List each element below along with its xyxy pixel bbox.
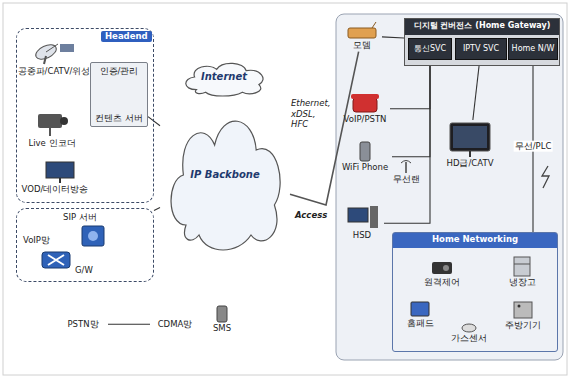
- monitor-icon: [46, 162, 74, 183]
- sip-server-icon: [82, 226, 104, 246]
- node-text: 통신SVC: [414, 44, 446, 54]
- camera-icon: [38, 114, 68, 136]
- node-text: HD급/CATV: [439, 158, 501, 169]
- node-text: 디지털 컨버전스 (Home Gateway): [407, 21, 557, 31]
- device-item: 주방기기: [500, 300, 546, 332]
- connector: [108, 324, 150, 325]
- node-text: SMS: [207, 323, 237, 334]
- pc-icon: [348, 206, 378, 228]
- connector: [392, 60, 430, 157]
- network-cloud: IP Backbone: [160, 100, 290, 250]
- process-box: 인증/관리컨텐츠 서버: [90, 62, 148, 127]
- node-text: PSTN망: [59, 319, 107, 330]
- connector: [290, 52, 359, 205]
- device-item: WiFi Phone: [338, 140, 392, 174]
- service-box: 통신SVC: [408, 38, 452, 60]
- connector: [382, 37, 404, 38]
- device-item: 냉장고: [500, 255, 544, 289]
- node-text: SIP 서버: [63, 212, 97, 223]
- node-text: Home Networking: [394, 234, 556, 245]
- frame: [3, 3, 567, 375]
- group-region: Headend 공중파/CATV/위성 Live 인코더 VOD/데이터방송 인증/관리…: [16, 28, 154, 203]
- device-item: 원격제어: [420, 258, 464, 289]
- node-text: 냉장고: [501, 277, 543, 288]
- connector: [384, 60, 430, 223]
- process-box: 디지털 컨버전스 (Home Gateway) 통신SVC IPTV SVC Home…: [404, 18, 560, 66]
- node-text: G/W: [75, 265, 93, 276]
- node-text: WiFi Phone: [339, 162, 391, 173]
- node-text: VOD/데이터방송: [20, 184, 90, 195]
- device-item: 모뎀: [342, 20, 382, 52]
- connector: [473, 60, 480, 120]
- device-item: HD급/CATV: [438, 120, 502, 170]
- annotation: Ethernet, xDSL, HFC: [290, 98, 332, 130]
- node-text: Home N/W: [512, 44, 555, 54]
- group-region: SIP 서버 VoIP망 G/W: [16, 208, 154, 282]
- connector: [390, 60, 430, 109]
- network-label-node: CDMA망: [150, 318, 200, 331]
- network-cloud: Internet: [178, 58, 270, 96]
- sms-phone-icon: [217, 306, 227, 322]
- network-label-node: PSTN망: [58, 318, 108, 331]
- process-box: Home Networking 원격제어 냉장고홈패드가스센서 주방기기: [392, 232, 558, 352]
- node-text: 공중파/CATV/위성: [16, 66, 92, 77]
- home-panel: [336, 14, 563, 360]
- node-text: Live 인코더: [23, 138, 81, 149]
- node-text: CDMA망: [151, 319, 199, 330]
- device-item: HSD: [340, 205, 384, 242]
- node-text: IP Backbone: [190, 169, 259, 182]
- node-text: HSD: [341, 230, 383, 241]
- node-text: VoIP/PSTN: [341, 114, 389, 125]
- node-text: IPTV SVC: [463, 44, 499, 54]
- node-text: 모뎀: [343, 40, 381, 51]
- device-item: Live 인코더: [22, 110, 82, 150]
- node-text: 무선랜: [389, 174, 423, 185]
- edge-label: Access: [294, 210, 328, 221]
- connector: [154, 208, 160, 211]
- node-text: 홈패드: [401, 318, 439, 329]
- service-box: IPTV SVC: [455, 38, 507, 60]
- device-item: 가스센서: [446, 322, 492, 345]
- edge-label: 무선/PLC: [514, 141, 553, 152]
- wifi-phone-icon: [360, 142, 370, 161]
- node-text: 인증/관리: [93, 66, 145, 77]
- device-item: 공중파/CATV/위성: [15, 40, 93, 78]
- modem-icon: [348, 22, 376, 38]
- node-text: VoIP망: [23, 235, 50, 246]
- connector: [148, 117, 160, 126]
- node-text: 원격제어: [421, 277, 463, 288]
- lightning-symbol: [542, 166, 549, 188]
- device-item: VOD/데이터방송: [19, 160, 91, 196]
- satellite-icon: [33, 42, 74, 64]
- device-item: SMS: [206, 304, 238, 335]
- node-text: Headend: [101, 31, 152, 42]
- node-text: 가스센서: [447, 333, 491, 344]
- phone-icon: [351, 94, 379, 112]
- service-box: Home N/W: [508, 38, 558, 60]
- device-item: VoIP/PSTN: [340, 92, 390, 126]
- wlan-antenna-icon: [401, 161, 411, 174]
- node-text: 주방기기: [501, 320, 545, 331]
- tv-icon: [450, 123, 490, 157]
- node-text: Internet: [201, 71, 247, 84]
- device-item: 무선랜: [388, 160, 424, 186]
- gateway-icon: [42, 252, 70, 268]
- node-text: 컨텐츠 서버: [93, 113, 145, 124]
- device-item: 홈패드: [400, 300, 440, 330]
